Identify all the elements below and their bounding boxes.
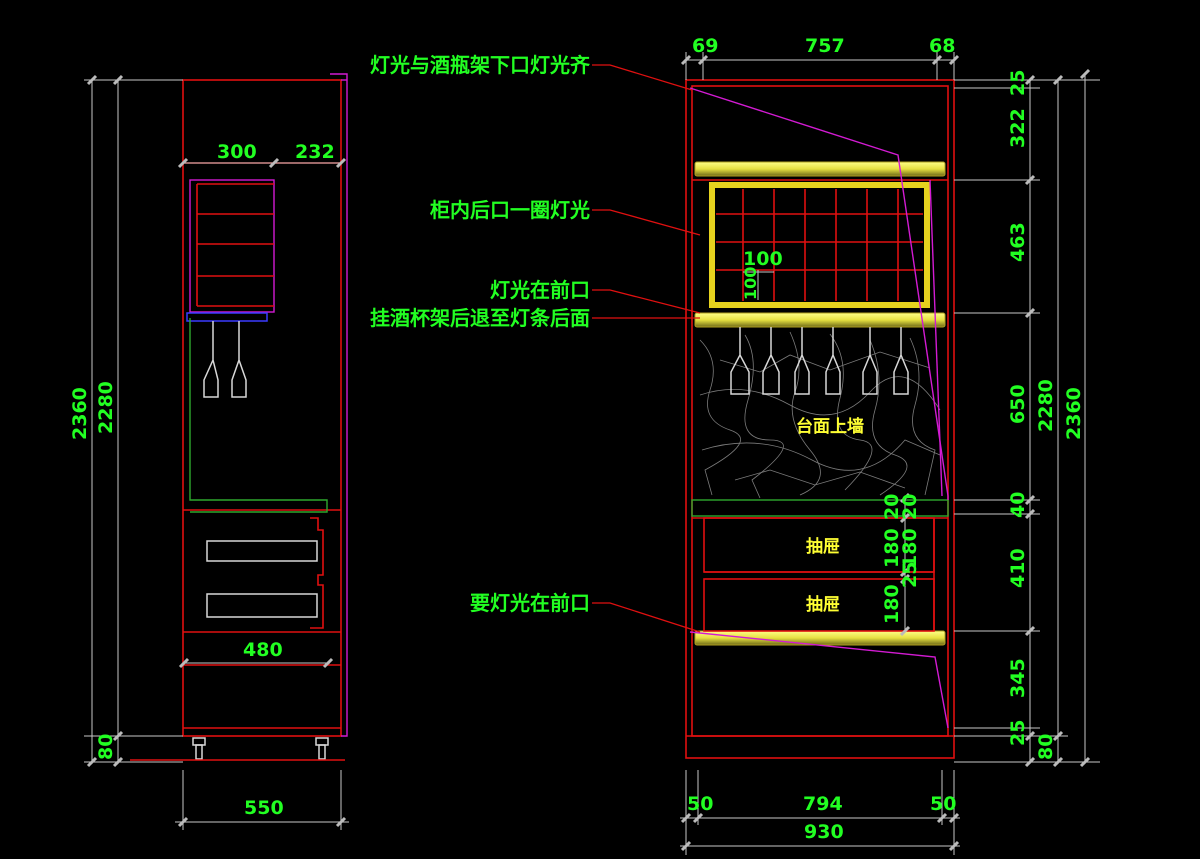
front-dim-69: 69 <box>692 35 718 57</box>
front-view <box>680 52 1100 855</box>
front-dim-grid-100-v: 100 <box>741 267 760 300</box>
front-dim-180b: 180 <box>899 528 921 568</box>
light-shelf-top <box>694 161 946 177</box>
annotation-back-ring-light: 柜内后口一圈灯光 <box>430 198 590 222</box>
height-40: 40 <box>1007 492 1029 518</box>
front-dim-50-left: 50 <box>687 793 713 815</box>
annotation-need-light-front: 要灯光在前口 <box>470 591 590 615</box>
side-cabinet-outline <box>182 79 342 737</box>
side-back-panel <box>330 73 348 737</box>
label-drawer-1: 抽屉 <box>806 536 840 557</box>
front-dim-794: 794 <box>803 793 843 815</box>
front-dim-757: 757 <box>805 35 845 57</box>
side-dim-2280: 2280 <box>95 381 117 434</box>
height-80: 80 <box>1035 734 1057 760</box>
front-dim-25: 25 <box>899 562 921 588</box>
front-dim-20b: 20 <box>899 494 921 520</box>
label-drawer-2: 抽屉 <box>806 594 840 615</box>
side-countertop <box>189 318 328 513</box>
front-cabinet-outline <box>685 79 955 759</box>
callout-leaders <box>592 64 701 633</box>
height-322: 322 <box>1007 108 1029 148</box>
height-2360: 2360 <box>1063 387 1085 440</box>
height-650: 650 <box>1007 384 1029 424</box>
side-wine-glasses <box>203 321 247 398</box>
front-dim-180c: 180 <box>881 584 903 624</box>
front-drawers <box>703 517 935 632</box>
side-feet <box>192 737 329 760</box>
front-countertop <box>691 499 949 517</box>
side-dim-480: 480 <box>243 639 283 661</box>
height-463: 463 <box>1007 222 1029 262</box>
front-dim-20a: 20 <box>881 494 903 520</box>
side-dim-550: 550 <box>244 797 284 819</box>
front-dim-grid-100: 100 <box>743 248 783 270</box>
light-shelf-rack <box>694 312 946 328</box>
side-dim-300: 300 <box>217 141 257 163</box>
front-guide-line <box>689 87 949 729</box>
front-dim-930: 930 <box>804 821 844 843</box>
front-wine-glasses <box>730 327 909 395</box>
wine-rack-frame <box>709 182 930 308</box>
side-wine-rack <box>189 179 275 313</box>
annotation-light-front: 灯光在前口 <box>490 278 590 302</box>
height-410: 410 <box>1007 548 1029 588</box>
marble-backsplash <box>699 331 941 499</box>
front-dim-68: 68 <box>929 35 955 57</box>
side-view <box>84 73 349 830</box>
annotation-light-align: 灯光与酒瓶架下口灯光齐 <box>370 53 591 77</box>
wine-rack-grid <box>716 189 923 301</box>
side-dim-80: 80 <box>95 734 117 760</box>
side-dim-2360: 2360 <box>69 387 91 440</box>
light-shelf-lower <box>694 630 946 646</box>
label-countertop-wall: 台面上墙 <box>796 416 864 437</box>
height-345: 345 <box>1007 658 1029 698</box>
annotation-glass-rack-recess: 挂酒杯架后退至灯条后面 <box>370 306 590 330</box>
height-2280: 2280 <box>1035 379 1057 432</box>
side-drawers <box>206 540 318 618</box>
side-dim-232: 232 <box>295 141 335 163</box>
front-dim-180a: 180 <box>881 528 903 568</box>
height-25-top: 25 <box>1007 70 1029 96</box>
height-25-bottom: 25 <box>1007 720 1029 746</box>
front-dim-50-right: 50 <box>930 793 956 815</box>
